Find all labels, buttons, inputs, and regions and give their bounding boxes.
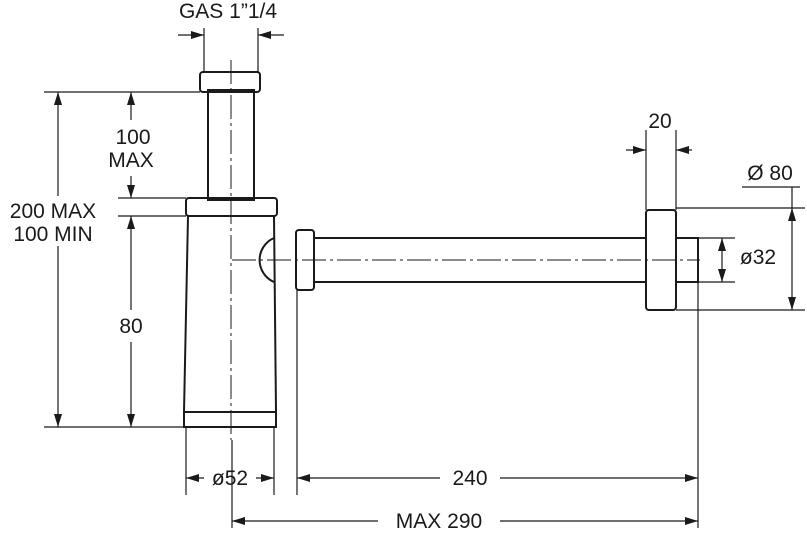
total-height-min-label: 100 MIN [13, 223, 92, 246]
dimension-flange-diameter [742, 186, 800, 310]
center-lines [230, 60, 700, 440]
dimension-total-height [54, 92, 62, 427]
bottom-cap [183, 411, 277, 428]
tail-length-label: 100 [115, 126, 150, 149]
body-diameter-label: ø52 [212, 467, 248, 490]
pipe-length-label: 240 [452, 467, 487, 490]
dimension-body-height [127, 216, 135, 427]
extension-lines [44, 28, 805, 528]
tail-length-max-label: MAX [108, 149, 154, 172]
dimension-labels: GAS 1”1/4 100 MAX 200 MAX 100 MIN 80 20 … [10, 0, 793, 533]
pipe-diameter-label: ø32 [740, 246, 776, 269]
flange-diameter-label: Ø 80 [747, 162, 793, 185]
max-length-label: MAX 290 [396, 510, 482, 533]
dimension-thread [178, 31, 284, 39]
bottle-body [182, 215, 278, 413]
flange-thickness-label: 20 [648, 110, 671, 133]
trap-body-outline [182, 71, 699, 428]
top-nut [199, 71, 261, 93]
dimension-pipe-length [297, 474, 698, 482]
dimension-tail-length [127, 92, 135, 198]
dimension-max-length [232, 517, 698, 525]
dimension-pipe-diameter [718, 238, 726, 282]
thread-label: GAS 1”1/4 [179, 0, 277, 23]
body-height-label: 80 [119, 315, 142, 338]
dimension-flange-thickness [626, 146, 692, 154]
outlet-dome [258, 237, 275, 283]
total-height-max-label: 200 MAX [10, 200, 96, 223]
dimension-body-diameter [186, 474, 274, 482]
